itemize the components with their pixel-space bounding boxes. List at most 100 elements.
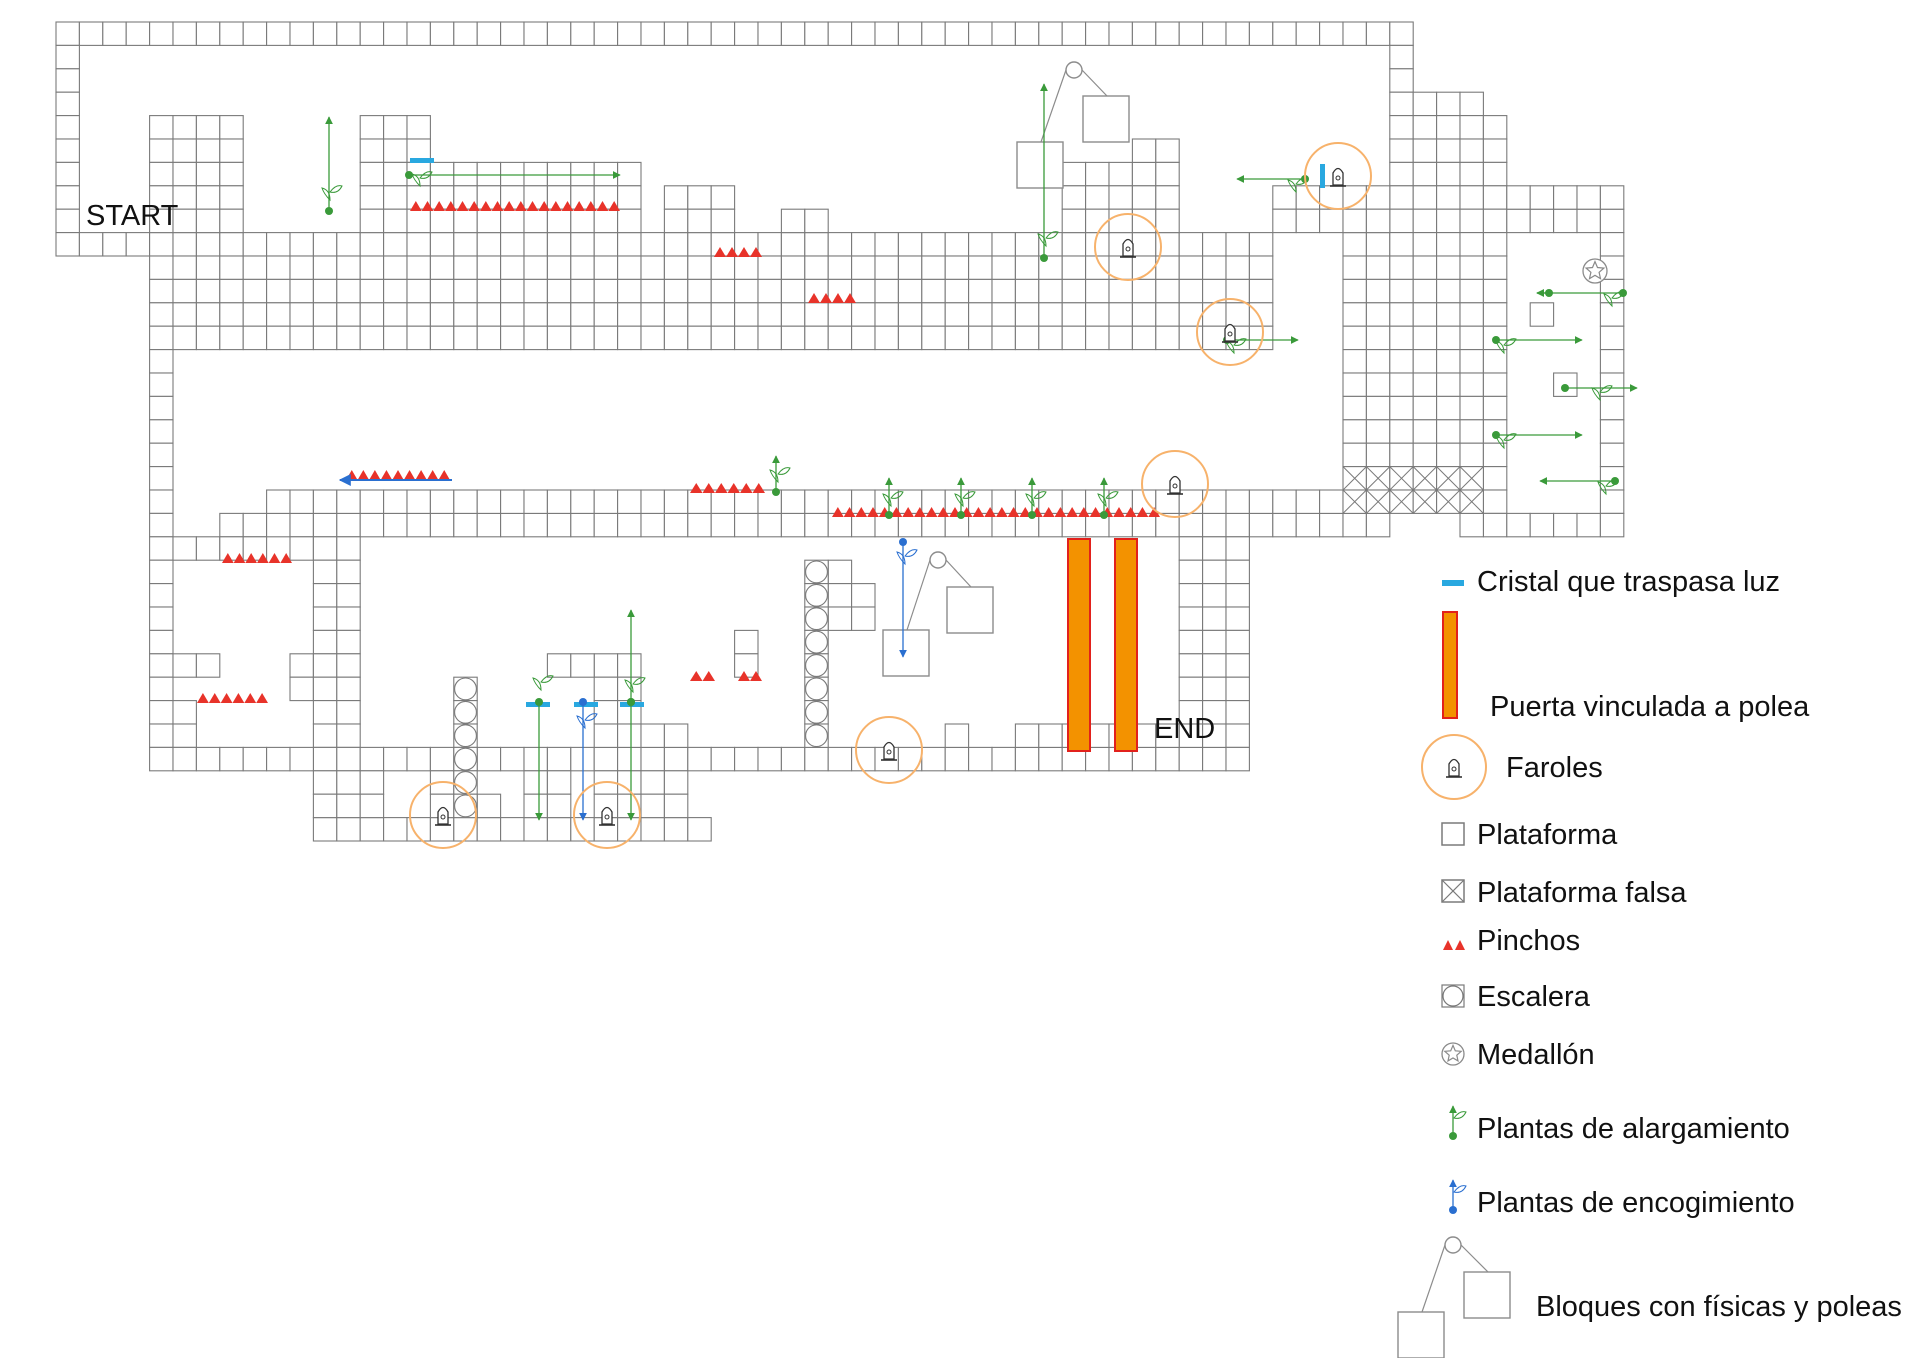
- platform-tile: [687, 185, 712, 210]
- plant-root: [627, 698, 635, 706]
- platform-tile: [757, 21, 782, 46]
- platform-tile: [1225, 232, 1250, 257]
- platform-tile: [453, 512, 478, 538]
- platform-tile: [336, 629, 361, 655]
- platform-tile: [1155, 278, 1180, 304]
- spike: [480, 201, 492, 211]
- legend-spike: [1443, 940, 1453, 950]
- platform-tile: [429, 21, 455, 46]
- platform-tile: [336, 723, 361, 748]
- platform-tile: [593, 208, 619, 234]
- platform-tile: [827, 302, 853, 327]
- pulley-wheel: [1065, 61, 1083, 79]
- platform-tile: [617, 161, 642, 187]
- platform-tile: [921, 278, 946, 304]
- platform-tile: [336, 559, 361, 585]
- platform-tile: [195, 161, 221, 187]
- platform-tile: [149, 466, 174, 491]
- plant-leaf: [1611, 291, 1625, 299]
- platform-tile: [1225, 302, 1250, 327]
- platform-tile: [851, 302, 876, 327]
- platform-tile: [1365, 21, 1391, 46]
- platform-tile: [172, 325, 197, 351]
- platform-tile: [1599, 372, 1625, 397]
- spike: [256, 693, 268, 703]
- platform-tile: [1599, 325, 1625, 351]
- spike: [596, 201, 609, 211]
- pulley-rope: [945, 559, 972, 588]
- platform-tile: [406, 325, 431, 351]
- spike: [844, 293, 856, 303]
- plant-leaf: [632, 677, 646, 685]
- platform-tile: [1061, 232, 1087, 257]
- platform-tile: [336, 746, 361, 772]
- platform-tile: [663, 793, 689, 819]
- platform-tile: [780, 21, 806, 46]
- platform-tile: [780, 302, 806, 327]
- platform-tile: [617, 278, 642, 304]
- platform-tile: [1038, 489, 1063, 514]
- platform-tile: [874, 278, 899, 304]
- platform-tile: [1459, 208, 1484, 234]
- platform-tile: [617, 653, 642, 678]
- platform-tile: [640, 21, 665, 46]
- platform-tile: [219, 161, 244, 187]
- plant-leaf: [777, 467, 791, 475]
- platform-tile: [1506, 512, 1531, 538]
- platform-tile: [1202, 629, 1227, 655]
- platform-tile: [757, 302, 782, 327]
- platform-tile: [242, 325, 268, 351]
- platform-tile: [523, 278, 548, 304]
- pulley-doors: [1067, 538, 1138, 752]
- platform-tile: [172, 21, 197, 46]
- platform-tile: [1412, 302, 1438, 327]
- platform-tile: [1178, 629, 1204, 655]
- platform-tile: [1436, 302, 1461, 327]
- platform-tile: [1248, 21, 1274, 46]
- platform-tile: [1389, 21, 1414, 46]
- platform-tile: [570, 512, 595, 538]
- platform-tile: [1038, 21, 1063, 46]
- platform-tile: [710, 512, 736, 538]
- platform-tile: [149, 21, 174, 46]
- platform-tile: [359, 115, 385, 140]
- plant-root: [1492, 431, 1500, 439]
- platform-tile: [55, 91, 80, 117]
- platform-tile: [897, 232, 923, 257]
- platform-tile: [383, 746, 408, 772]
- platform-tile: [1061, 489, 1087, 514]
- platform-tile: [172, 115, 197, 140]
- platform-tile: [757, 512, 782, 538]
- platform-tile: [312, 793, 338, 819]
- platform-tile: [1108, 278, 1133, 304]
- platform-tile: [359, 161, 385, 187]
- spike-strips: [197, 201, 1160, 703]
- platform-tile: [1225, 559, 1250, 585]
- platform-tile: [734, 278, 759, 304]
- plant-leaf: [882, 493, 892, 508]
- spike: [984, 507, 996, 517]
- pulley-door: [1114, 538, 1138, 752]
- platform-tile: [687, 208, 712, 234]
- platform-tile: [1482, 302, 1508, 327]
- spike: [445, 201, 457, 211]
- platform-tile: [921, 232, 946, 257]
- platform-tile: [617, 489, 642, 514]
- platform-tile: [1248, 255, 1274, 280]
- platform-tile: [500, 21, 525, 46]
- platform-tile: [102, 232, 127, 257]
- platform-tile: [897, 255, 923, 280]
- platform-tile: [266, 489, 291, 514]
- platform-tile: [383, 325, 408, 351]
- platform-tile: [453, 21, 478, 46]
- platform-tile: [1412, 372, 1438, 397]
- plant-leaf: [1025, 493, 1035, 508]
- platform-tile: [359, 512, 385, 538]
- platform-tile: [1225, 512, 1250, 538]
- platform-tile: [429, 255, 455, 280]
- plant-leaf: [576, 715, 586, 730]
- platform-tile: [687, 746, 712, 772]
- spike: [538, 201, 550, 211]
- platform-tile: [453, 232, 478, 257]
- legend-ladder-label: Escalera: [1477, 981, 1591, 1013]
